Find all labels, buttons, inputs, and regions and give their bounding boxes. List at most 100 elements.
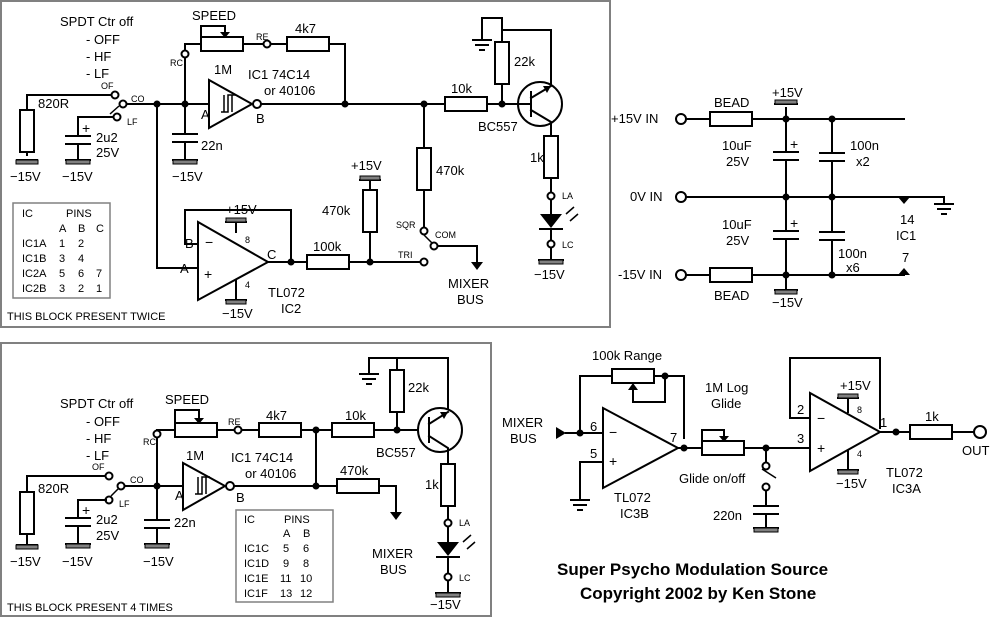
svg-text:MIXER: MIXER bbox=[372, 546, 413, 561]
svg-text:IC: IC bbox=[244, 514, 255, 526]
opamp-pin-b: B bbox=[185, 236, 194, 251]
cap-22n-label: 22n bbox=[201, 138, 223, 153]
bead-top-label: BEAD bbox=[714, 95, 749, 110]
sw-tri: TRI bbox=[398, 250, 413, 260]
resistor-820r-b bbox=[19, 491, 35, 535]
in-n15: -15V IN bbox=[618, 267, 662, 282]
terminal-p15[interactable] bbox=[675, 113, 687, 125]
supply-n15-c: −15V bbox=[172, 169, 203, 184]
terminal-0v[interactable] bbox=[675, 191, 687, 203]
power-section: +15V IN BEAD +15V 0V IN -15V IN BEAD −15… bbox=[611, 85, 954, 310]
block-a: SPDT Ctr off - OFF - HF - LF OF CO LF 82… bbox=[0, 0, 611, 328]
svg-text:10k: 10k bbox=[345, 408, 366, 423]
svg-text:- LF: - LF bbox=[86, 448, 109, 463]
pin-table-b bbox=[235, 509, 334, 603]
svg-text:4: 4 bbox=[245, 280, 250, 290]
r-470k-sw-label: 470k bbox=[436, 163, 465, 178]
cap-2u2-volt: 25V bbox=[96, 145, 119, 160]
svg-text:TL072: TL072 bbox=[614, 490, 651, 505]
opamp-ic2 bbox=[197, 220, 271, 302]
svg-text:+: + bbox=[82, 120, 90, 136]
svg-text:IC2A: IC2A bbox=[22, 268, 47, 280]
switch-title-b: SPDT Ctr off bbox=[60, 396, 134, 411]
svg-text:A: A bbox=[283, 528, 291, 540]
cap-10u-bot-v: 25V bbox=[726, 233, 749, 248]
svg-text:OF: OF bbox=[92, 462, 105, 472]
transistor-label: BC557 bbox=[478, 119, 518, 134]
block-b-note: THIS BLOCK PRESENT 4 TIMES bbox=[7, 602, 173, 614]
mixer-label-a: MIXER bbox=[448, 276, 489, 291]
led-lc: LC bbox=[562, 240, 574, 250]
glide-pot[interactable] bbox=[701, 440, 745, 456]
svg-text:1: 1 bbox=[96, 283, 102, 295]
in-0v: 0V IN bbox=[630, 189, 663, 204]
bead-bottom-label: BEAD bbox=[714, 288, 749, 303]
svg-text:2: 2 bbox=[797, 402, 804, 417]
waveform-switch[interactable] bbox=[429, 241, 439, 251]
svg-text:BUS: BUS bbox=[380, 562, 407, 577]
cap-10u-bot: 10uF bbox=[722, 217, 752, 232]
schmitt-inverter-b bbox=[182, 461, 228, 512]
svg-text:IC1D: IC1D bbox=[244, 558, 269, 570]
ic1-name: IC1 74C14 bbox=[248, 67, 310, 82]
svg-text:12: 12 bbox=[300, 588, 312, 600]
svg-text:B: B bbox=[303, 528, 310, 540]
cap-10u-top-v: 25V bbox=[726, 154, 749, 169]
out-jack[interactable] bbox=[973, 425, 987, 439]
svg-text:B: B bbox=[236, 490, 245, 505]
svg-text:PINS: PINS bbox=[66, 208, 92, 220]
ic1-alt: or 40106 bbox=[264, 83, 315, 98]
svg-text:+: + bbox=[204, 266, 212, 282]
svg-text:BC557: BC557 bbox=[376, 445, 416, 460]
r-10k-label: 10k bbox=[451, 81, 472, 96]
block-b-frame bbox=[0, 342, 492, 617]
terminal-n15[interactable] bbox=[675, 269, 687, 281]
opamp-pin-a: A bbox=[180, 261, 189, 276]
supply-n15-led: −15V bbox=[534, 267, 565, 282]
pin-table-a bbox=[12, 202, 111, 299]
pin14: 14 bbox=[900, 212, 914, 227]
bead-bottom bbox=[709, 267, 753, 283]
svg-text:−15V: −15V bbox=[10, 554, 41, 569]
pin-table-a-rows: IC1A 1 2 IC1B 3 4 IC2A 5 6 7 IC2B 3 2 1 bbox=[22, 238, 102, 295]
svg-text:8: 8 bbox=[245, 235, 250, 245]
range-pot[interactable] bbox=[611, 368, 655, 384]
svg-text:−: − bbox=[817, 410, 825, 426]
mult-top: x2 bbox=[856, 154, 870, 169]
sw-com: COM bbox=[435, 230, 456, 240]
svg-text:IC3A: IC3A bbox=[892, 481, 921, 496]
speed-pot[interactable] bbox=[200, 36, 244, 52]
svg-text:7: 7 bbox=[96, 268, 102, 280]
r-100k-label: 100k bbox=[313, 239, 342, 254]
speed-pot-b[interactable] bbox=[174, 422, 218, 438]
svg-text:IC1B: IC1B bbox=[22, 253, 46, 265]
r-4k7-label: 4k7 bbox=[295, 21, 316, 36]
cap-2u2-label: 2u2 bbox=[96, 130, 118, 145]
svg-text:A: A bbox=[59, 223, 67, 235]
svg-text:OUT: OUT bbox=[962, 443, 990, 458]
svg-text:IC3B: IC3B bbox=[620, 506, 649, 521]
speed-range-switch-b[interactable] bbox=[116, 481, 126, 491]
svg-text:or 40106: or 40106 bbox=[245, 466, 296, 481]
opamp-ic3a bbox=[809, 391, 883, 473]
resistor-1k-out bbox=[909, 424, 953, 440]
supply-p15-opamp: +15V bbox=[226, 202, 257, 217]
re-terminal bbox=[262, 39, 272, 49]
rc-terminal bbox=[180, 49, 190, 59]
svg-text:−15V: −15V bbox=[836, 476, 867, 491]
r-1k-label: 1k bbox=[530, 150, 544, 165]
svg-text:2u2: 2u2 bbox=[96, 512, 118, 527]
cap-100n-bot: 100n bbox=[838, 246, 867, 261]
glide-switch[interactable] bbox=[761, 482, 771, 492]
svg-text:−: − bbox=[205, 234, 213, 250]
svg-text:+15V: +15V bbox=[840, 378, 871, 393]
svg-text:1k: 1k bbox=[425, 477, 439, 492]
cap-100n-top: 100n bbox=[850, 138, 879, 153]
svg-text:RE: RE bbox=[228, 417, 241, 427]
schmitt-inverter bbox=[208, 78, 255, 130]
switch-title: SPDT Ctr off bbox=[60, 14, 134, 29]
title-line1: Super Psycho Modulation Source bbox=[557, 560, 828, 579]
mult-bot: x6 bbox=[846, 260, 860, 275]
svg-text:IC1A: IC1A bbox=[22, 238, 47, 250]
svg-text:220n: 220n bbox=[713, 508, 742, 523]
